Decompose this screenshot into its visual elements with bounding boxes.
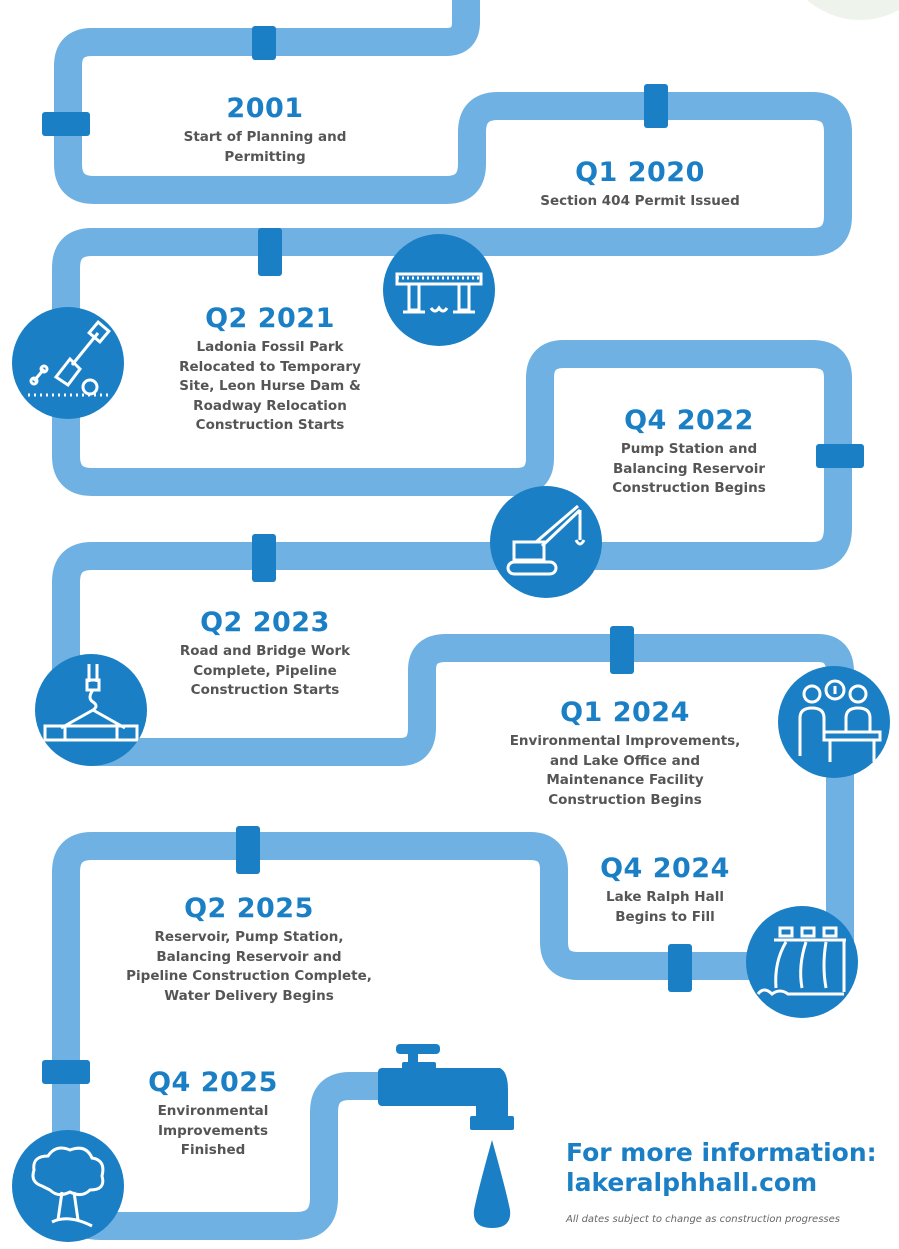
coupling — [610, 626, 634, 674]
office-desk-icon — [778, 666, 890, 778]
milestone-2001: 2001 Start of Planning and Permitting — [150, 92, 380, 167]
faucet-icon — [378, 1044, 514, 1130]
milestone-description: Section 404 Permit Issued — [540, 193, 740, 209]
coupling — [252, 26, 276, 60]
milestone-year: Q4 2022 — [624, 405, 754, 436]
coupling — [42, 1060, 90, 1084]
milestone-year: Q2 2025 — [184, 893, 314, 924]
milestone-q4-2022: Q4 2022 Pump Station and Balancing Reser… — [584, 404, 794, 499]
milestone-year: Q4 2024 — [600, 853, 730, 884]
pipeline-hoist-icon — [35, 654, 147, 766]
milestone-description: Environmental Improvements, and Lake Off… — [509, 733, 741, 808]
milestone-year: 2001 — [226, 93, 304, 124]
milestone-q2-2023: Q2 2023 Road and Bridge Work Complete, P… — [150, 606, 380, 701]
coupling — [644, 84, 668, 128]
milestone-q1-2020: Q1 2020 Section 404 Permit Issued — [540, 156, 740, 212]
milestone-description: Lake Ralph Hall Begins to Fill — [606, 889, 724, 925]
milestone-description: Start of Planning and Permitting — [183, 129, 347, 165]
more-info-label: For more information: — [566, 1138, 877, 1167]
coupling — [252, 534, 276, 582]
milestone-year: Q1 2024 — [560, 697, 690, 728]
coupling — [236, 826, 260, 874]
coupling — [668, 944, 692, 992]
crane-icon — [490, 486, 602, 598]
milestone-year: Q2 2021 — [205, 303, 335, 334]
decorative-circle — [807, 0, 899, 20]
tree-icon — [12, 1130, 124, 1242]
milestone-description: Road and Bridge Work Complete, Pipeline … — [179, 643, 351, 698]
milestone-q2-2025: Q2 2025 Reservoir, Pump Station, Balanci… — [118, 892, 380, 1006]
milestone-description: Ladonia Fossil Park Relocated to Tempora… — [179, 339, 361, 433]
coupling — [816, 444, 864, 468]
pipe-couplings — [42, 26, 864, 1084]
dates-disclaimer: All dates subject to change as construct… — [566, 1214, 840, 1225]
website-link[interactable]: lakeralphhall.com — [566, 1168, 818, 1197]
dam-spillway-icon — [746, 906, 858, 1018]
milestone-q4-2024: Q4 2024 Lake Ralph Hall Begins to Fill — [580, 852, 750, 927]
more-info-heading: For more information: lakeralphhall.com — [566, 1138, 877, 1198]
milestone-description: Pump Station and Balancing Reservoir Con… — [612, 441, 766, 496]
milestone-q1-2024: Q1 2024 Environmental Improvements, and … — [500, 696, 750, 810]
coupling — [258, 228, 282, 276]
milestone-q4-2025: Q4 2025 Environmental Improvements Finis… — [128, 1066, 298, 1161]
milestone-q2-2021: Q2 2021 Ladonia Fossil Park Relocated to… — [155, 302, 385, 436]
pipe-path — [52, 0, 854, 1240]
fossil-dig-icon — [12, 307, 124, 419]
milestone-year: Q1 2020 — [575, 157, 705, 188]
milestone-year: Q4 2025 — [148, 1067, 278, 1098]
bridge-icon — [383, 234, 495, 346]
milestone-description: Environmental Improvements Finished — [157, 1103, 269, 1158]
coupling — [42, 112, 90, 136]
water-drop-icon — [473, 1140, 511, 1228]
milestone-description: Reservoir, Pump Station, Balancing Reser… — [126, 929, 372, 1004]
milestone-year: Q2 2023 — [200, 607, 330, 638]
